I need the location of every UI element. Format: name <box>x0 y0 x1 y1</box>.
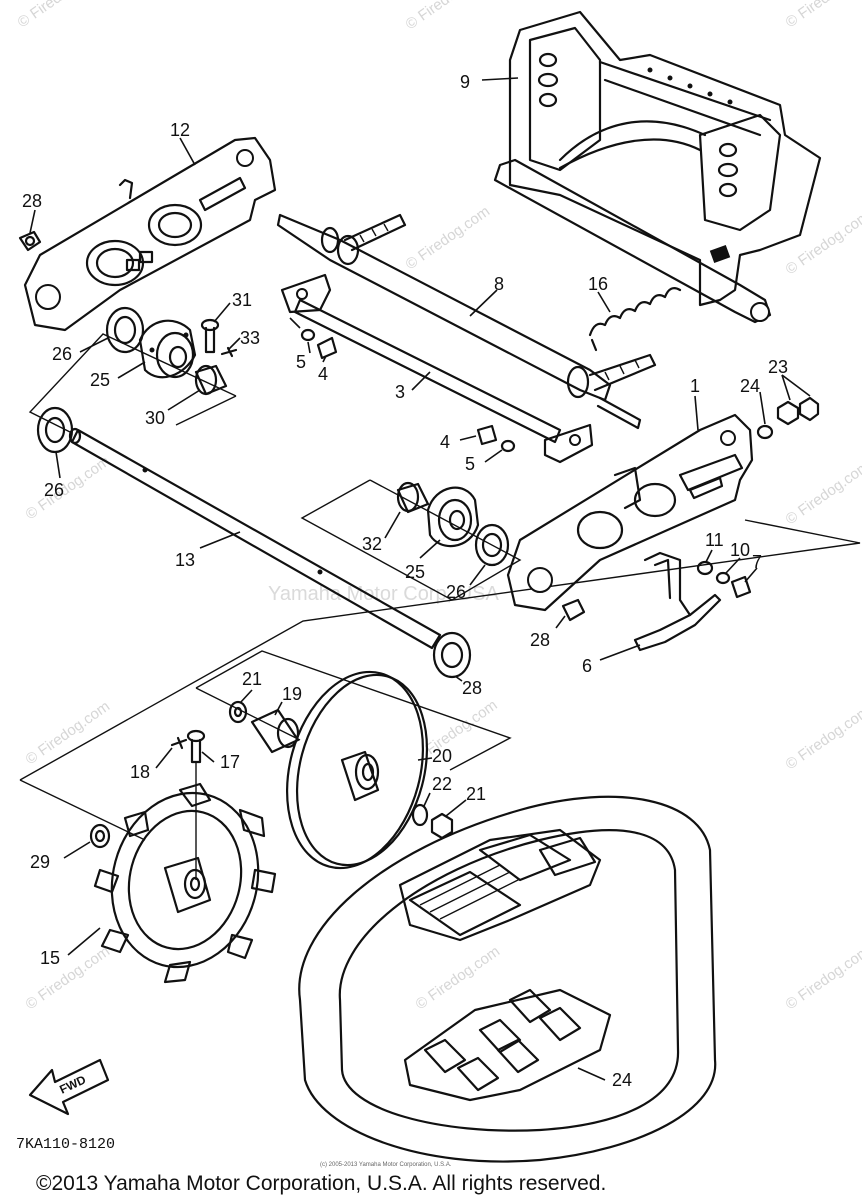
callout-23: 24 <box>740 376 760 396</box>
part-1-right-plate <box>506 413 754 612</box>
watermark: © Firedog.com <box>15 0 106 31</box>
callout-26-upper: 26 <box>52 344 72 364</box>
part-28-bolt-lower <box>561 598 586 622</box>
watermark: © Firedog.com <box>783 458 862 528</box>
callout-21: 21 <box>466 784 486 804</box>
part-9-bolt <box>730 575 752 599</box>
callout-2: 12 <box>170 120 190 140</box>
part-21-nut <box>430 812 454 840</box>
callout-9: 7 <box>752 552 762 572</box>
callout-5-lower: 5 <box>465 454 475 474</box>
part-5-washer-upper <box>300 328 316 342</box>
part-7-bracket-frame <box>493 10 822 324</box>
callout-10: 10 <box>730 540 750 560</box>
part-12-spring <box>588 287 682 352</box>
tiny-copyright: (c) 2005-2013 Yamaha Motor Corporation, … <box>320 1162 452 1168</box>
part-30-collar <box>194 364 228 396</box>
part-4-bolt-upper <box>316 336 338 360</box>
watermark: © Firedog.com <box>23 943 114 1013</box>
part-29-washer <box>89 823 111 849</box>
part-2-left-plate <box>23 136 277 332</box>
callout-19: 22 <box>432 774 452 794</box>
part-16-pin <box>170 736 188 750</box>
callout-11: 11 <box>705 530 724 550</box>
callout-15: 17 <box>220 752 240 772</box>
watermark: © Firedog.com <box>783 943 862 1013</box>
callout-13: 13 <box>175 550 195 570</box>
part-18-collar <box>250 708 300 754</box>
callout-32: 31 <box>232 290 252 310</box>
part-4-bolt-lower <box>476 424 498 446</box>
part-24-track <box>298 795 717 1163</box>
watermark: © Firedog.com <box>403 0 494 33</box>
watermark: © Firedog.com <box>23 698 114 768</box>
callout-18: 19 <box>282 684 302 704</box>
part-11-washer <box>696 560 714 576</box>
callout-27: 28 <box>462 678 482 698</box>
callout-20: 21 <box>242 669 262 689</box>
callout-25-lower: 25 <box>405 562 425 582</box>
part-5-washer-lower <box>500 439 516 453</box>
callout-33: 33 <box>240 328 260 348</box>
watermark: © Firedog.com <box>23 453 114 523</box>
watermark: © Firedog.com <box>783 208 862 278</box>
watermark: © Firedog.com <box>783 703 862 773</box>
callout-labels: 12 28 9 8 16 31 33 26 25 30 5 4 3 4 5 1 … <box>22 72 788 1090</box>
copyright-notice: ©2013 Yamaha Motor Corporation, U.S.A. A… <box>36 1172 606 1195</box>
callout-24: 24 <box>612 1070 632 1090</box>
part-27-bearing <box>432 631 472 679</box>
callout-14: 15 <box>40 948 60 968</box>
part-19-washer <box>411 803 429 827</box>
callout-3: 3 <box>395 382 405 402</box>
diagram-code: 7KA110-8120 <box>16 1136 115 1153</box>
part-31-collar <box>396 481 430 514</box>
callout-28-upper: 28 <box>22 191 42 211</box>
callout-29: 29 <box>30 852 50 872</box>
watermark: © Firedog.com <box>413 943 504 1013</box>
part-23-washer <box>756 424 774 440</box>
callout-26-middle: 26 <box>446 582 466 602</box>
callout-8: 6 <box>582 656 592 676</box>
callout-4-lower: 4 <box>440 432 450 452</box>
part-26-bearing-middle <box>474 523 510 567</box>
part-17-idler-wheel <box>285 670 429 870</box>
part-3-cross-bar <box>280 273 594 464</box>
part-28-bolt-upper <box>18 230 42 252</box>
leader-lines <box>29 77 811 1081</box>
callout-26-left: 26 <box>44 480 64 500</box>
watermark: © Firedog.com <box>783 0 862 31</box>
callout-5-upper: 5 <box>296 352 306 372</box>
part-26-bearing-upper <box>105 306 145 354</box>
watermark: © Firedog.com <box>403 203 494 273</box>
callout-12: 16 <box>588 274 608 294</box>
callout-1: 1 <box>690 376 700 396</box>
part-13-drive-shaft <box>68 427 442 650</box>
callout-7: 9 <box>460 72 470 92</box>
part-32-pin <box>200 318 220 354</box>
part-25-flange-lower <box>426 486 480 548</box>
callout-31: 32 <box>362 534 382 554</box>
part-15-bolt <box>186 729 206 764</box>
callout-6: 8 <box>494 274 504 294</box>
callout-22: 23 <box>768 357 788 377</box>
callout-28-lower: 28 <box>530 630 550 650</box>
group-outlines <box>19 333 861 841</box>
callout-17: 20 <box>432 746 452 766</box>
part-25-flange-upper <box>138 319 197 379</box>
fwd-arrow-icon: FWD <box>28 1058 110 1116</box>
callout-16: 18 <box>130 762 150 782</box>
part-6-shaft <box>276 213 657 430</box>
part-14-sprocket <box>93 762 277 984</box>
part-20-washer <box>228 700 248 724</box>
callout-4-upper: 4 <box>318 364 328 384</box>
part-10-washer <box>715 571 731 585</box>
part-8-bracket <box>633 551 722 652</box>
callout-30: 30 <box>145 408 165 428</box>
callout-25-upper: 25 <box>90 370 110 390</box>
part-22-nut <box>776 396 820 426</box>
